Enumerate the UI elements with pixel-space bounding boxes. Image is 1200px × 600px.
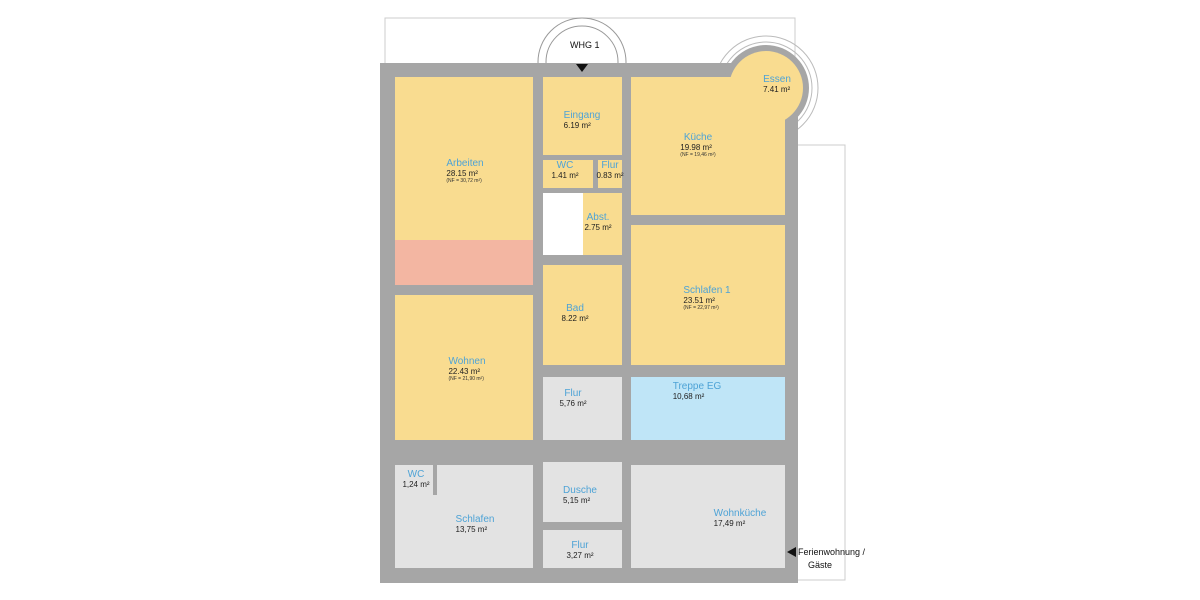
room-area: 6.19 m² <box>563 121 591 130</box>
room-area: 0.83 m² <box>596 171 624 180</box>
room-name: Flur <box>564 388 582 399</box>
room-area: 28.15 m² <box>446 169 478 178</box>
room-net-area: (NF = 21,90 m²) <box>448 376 484 382</box>
room-fill <box>543 462 622 522</box>
room-name: Dusche <box>563 485 597 496</box>
room-fill <box>631 225 785 365</box>
room-essen-fill <box>729 51 803 125</box>
room-fill <box>631 377 785 440</box>
guest-entrance-arrow-icon <box>787 547 796 557</box>
room-area: 8.22 m² <box>561 314 589 323</box>
room-area: 19.98 m² <box>680 143 712 152</box>
room-name: Flur <box>601 160 619 171</box>
room-fill <box>395 77 533 242</box>
room-label: Abst.2.75 m² <box>584 212 611 232</box>
room-area: 3,27 m² <box>566 551 594 560</box>
room-area: 2.75 m² <box>584 223 612 232</box>
room-name: Essen <box>763 74 791 85</box>
room-area: 5,76 m² <box>559 399 587 408</box>
room-fill <box>395 295 533 440</box>
room-area: 7.41 m² <box>763 85 791 94</box>
room-area: 1.41 m² <box>551 171 579 180</box>
room-fill <box>543 193 583 255</box>
room-net-area: (NF = 22,97 m²) <box>683 305 719 311</box>
room-fill <box>543 265 622 365</box>
room-fill <box>543 77 622 155</box>
guest-label-1: Ferienwohnung / <box>798 547 866 557</box>
room-fill <box>543 530 622 568</box>
room-name: WC <box>407 469 425 480</box>
room-fill <box>583 193 622 255</box>
room-name: Bad <box>566 303 584 314</box>
room-area: 5,15 m² <box>563 496 591 505</box>
room-name: Wohnen <box>448 356 486 367</box>
room-area: 1,24 m² <box>402 480 430 489</box>
side-terrace-outline <box>794 144 846 581</box>
room-name: Schlafen <box>455 514 495 525</box>
room-name: Schlafen 1 <box>683 285 731 296</box>
room-name: Arbeiten <box>446 158 484 169</box>
room-name: Wohnküche <box>713 508 767 519</box>
room-area: 13,75 m² <box>455 525 488 534</box>
room-fill <box>395 465 433 492</box>
room-area: 23.51 m² <box>683 296 715 305</box>
guest-label-2: Gäste <box>808 560 833 570</box>
room-area: 22.43 m² <box>448 367 481 376</box>
entrance-label: WHG 1 <box>570 40 600 50</box>
room-net-area: (NF = 19,46 m²) <box>680 152 716 158</box>
room-name: Flur <box>571 540 589 551</box>
room-fill <box>543 377 622 440</box>
room-fill <box>543 160 593 188</box>
room-name: WC <box>556 160 574 171</box>
room-fill <box>598 160 622 188</box>
entrance-arrow-icon <box>576 64 588 72</box>
room-fill <box>395 240 533 285</box>
room-name: Küche <box>683 132 713 143</box>
room-area: 17,49 m² <box>713 519 746 528</box>
room-net-area: (NF = 30,72 m²) <box>446 178 482 184</box>
room-name: Treppe EG <box>672 381 722 392</box>
room-area: 10,68 m² <box>672 392 705 401</box>
room-name: Eingang <box>563 110 601 121</box>
room-fill <box>631 465 785 568</box>
room-name: Abst. <box>586 212 610 223</box>
